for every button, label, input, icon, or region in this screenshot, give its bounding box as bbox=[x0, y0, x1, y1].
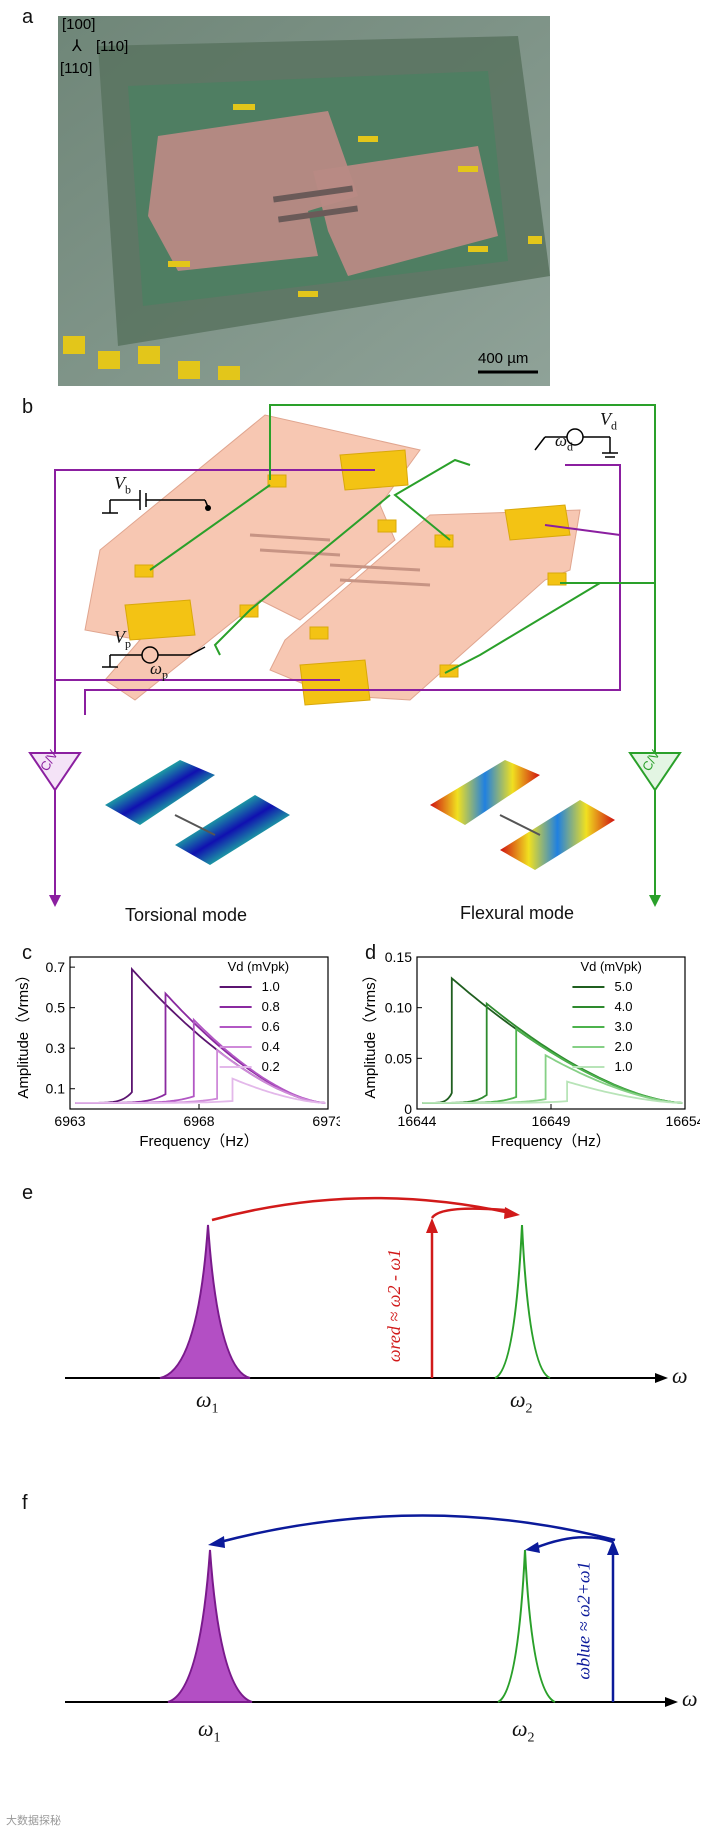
panel-label-c: c bbox=[22, 942, 32, 964]
y-tick-label: 0 bbox=[404, 1101, 412, 1117]
panel-label-b: b bbox=[22, 396, 34, 418]
legend-title: Vd (mVpk) bbox=[580, 959, 641, 974]
sem-micrograph bbox=[58, 16, 550, 386]
y-tick-label: 0.7 bbox=[46, 959, 66, 975]
y-tick-label: 0.05 bbox=[385, 1050, 412, 1066]
panel-f: ω ω1 ω2 ωblue ≈ ω2+ω1 bbox=[0, 1480, 710, 1834]
omega2-label-e: ω2 bbox=[510, 1387, 533, 1417]
scale-bar-label: 400 µm bbox=[478, 350, 529, 367]
series-line-3.0 bbox=[422, 1027, 683, 1104]
legend-label: 1.0 bbox=[614, 1059, 632, 1074]
crystal-axis-110-right: [110] bbox=[96, 38, 129, 55]
legend-label: 0.2 bbox=[262, 1059, 280, 1074]
crystal-axis-100: [100] bbox=[62, 16, 96, 33]
legend-label: 2.0 bbox=[614, 1039, 632, 1054]
legend-label: 3.0 bbox=[614, 1019, 632, 1034]
panel-label-a: a bbox=[22, 6, 34, 28]
x-tick-label: 6973 bbox=[312, 1113, 340, 1129]
series-line-0.2 bbox=[75, 1077, 326, 1104]
blue-pump-label: ωblue ≈ ω2+ω1 bbox=[573, 1561, 594, 1680]
vd-label: Vd bbox=[600, 409, 617, 433]
flexural-mode-caption: Flexural mode bbox=[460, 903, 575, 923]
x-tick-label: 6963 bbox=[54, 1113, 85, 1129]
torsional-mode-caption: Torsional mode bbox=[125, 905, 248, 925]
series-line-1.0 bbox=[422, 1080, 683, 1104]
omega1-label-e: ω1 bbox=[196, 1387, 219, 1417]
sem-image-panel: [100] ⅄ [110] [110] 400 µm bbox=[58, 16, 550, 386]
torsional-mode-image bbox=[105, 760, 290, 865]
x-tick-label: 16649 bbox=[532, 1113, 571, 1129]
plot-frame bbox=[416, 956, 686, 1110]
y-axis-label: Amplitude（Vrms） bbox=[15, 967, 32, 1098]
legend-label: 1.0 bbox=[262, 979, 280, 994]
y-tick-label: 0.10 bbox=[385, 1000, 412, 1016]
legend-label: 0.4 bbox=[262, 1039, 280, 1054]
y-tick-label: 0.15 bbox=[385, 949, 412, 965]
y-tick-label: 0.3 bbox=[46, 1040, 66, 1056]
panel-e: ω ω1 ω2 ωred ≈ ω2 - ω1 bbox=[0, 1185, 710, 1445]
chart-d: 16644 16649 16654 0 0.05 0.10 0.15Frequency（Hz… bbox=[355, 945, 705, 1170]
omega2-label-f: ω2 bbox=[512, 1716, 535, 1746]
x-tick-label: 16644 bbox=[398, 1113, 437, 1129]
panel-label-e: e bbox=[22, 1182, 34, 1204]
watermark: 大数据探秘 bbox=[6, 1815, 61, 1827]
panel-f-diagram bbox=[65, 1514, 678, 1707]
series-line-2.0 bbox=[422, 1053, 683, 1104]
crystal-axis-110-left: [110] bbox=[60, 60, 93, 77]
series-line-0.4 bbox=[75, 1048, 326, 1104]
legend-label: 4.0 bbox=[614, 999, 632, 1014]
series-line-0.6 bbox=[75, 1017, 326, 1104]
wd-label: ωd bbox=[555, 431, 574, 454]
panel-label-d: d bbox=[365, 942, 377, 964]
vp-label: Vp bbox=[114, 627, 131, 651]
omega-axis-label-f: ω bbox=[682, 1686, 698, 1711]
series-line-0.8 bbox=[75, 991, 326, 1104]
crystal-axes-icon: ⅄ bbox=[72, 38, 82, 55]
legend-label: 5.0 bbox=[614, 979, 632, 994]
red-pump-label: ωred ≈ ω2 - ω1 bbox=[384, 1248, 405, 1363]
panel-label-f: f bbox=[22, 1492, 28, 1514]
vb-label: Vb bbox=[114, 473, 131, 497]
legend-label: 0.8 bbox=[262, 999, 280, 1014]
x-axis-label: Frequency（Hz） bbox=[491, 1133, 610, 1150]
series-line-1.0 bbox=[75, 966, 326, 1104]
y-tick-label: 0.1 bbox=[46, 1081, 66, 1097]
flexural-mode-image bbox=[430, 760, 615, 870]
y-tick-label: 0.5 bbox=[46, 1000, 66, 1016]
x-tick-label: 6968 bbox=[183, 1113, 214, 1129]
legend-title: Vd (mVpk) bbox=[228, 959, 289, 974]
wp-label: ωp bbox=[150, 659, 169, 682]
omega-axis-label-e: ω bbox=[672, 1363, 688, 1388]
legend-label: 0.6 bbox=[262, 1019, 280, 1034]
omega1-label-f: ω1 bbox=[198, 1716, 221, 1746]
y-axis-label: Amplitude（Vrms） bbox=[362, 967, 379, 1098]
chart-d-svg: 16644 16649 16654 0 0.05 0.10 0.15Frequency（Hz… bbox=[362, 949, 705, 1150]
circuit-schematic: Vd ωd Vb Vp ωp C/V C/V Torsional mode Fl… bbox=[0, 395, 710, 935]
plot-frame bbox=[69, 956, 329, 1110]
x-tick-label: 16654 bbox=[666, 1113, 700, 1129]
panel-e-diagram bbox=[65, 1196, 668, 1383]
schematic-drawing bbox=[28, 404, 682, 907]
x-axis-label: Frequency（Hz） bbox=[139, 1133, 258, 1150]
series-line-5.0 bbox=[422, 976, 683, 1104]
